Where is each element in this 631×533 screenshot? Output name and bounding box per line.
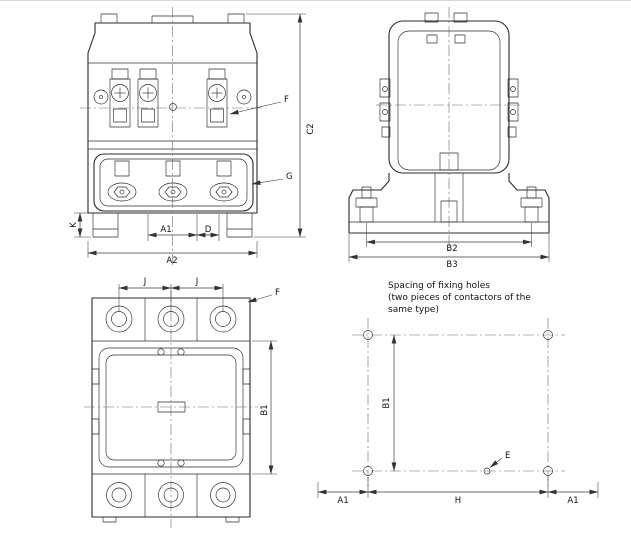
- fixing-holes-view: Spacing of fixing holes (two pieces of c…: [317, 281, 599, 506]
- dimension-a1-front: A1 D: [147, 214, 220, 241]
- mounting-foot: [226, 212, 253, 238]
- side-terminal-clamps-right: [507, 78, 519, 138]
- mounting-foot: [92, 212, 119, 238]
- screw-terminal: [109, 68, 131, 128]
- dimension-a1-h-a1: A1 H A1: [317, 477, 599, 506]
- dim-label-f-front: F: [284, 95, 289, 105]
- fixing-hole: [543, 330, 553, 340]
- dimension-k: K: [69, 212, 91, 238]
- dimension-b3: B3: [348, 234, 550, 270]
- lug-terminal: [158, 160, 188, 202]
- mounting-bolt: [520, 186, 543, 223]
- dim-label-b3: B3: [446, 260, 457, 270]
- note-line-2: (two pieces of contactors of the: [388, 293, 531, 303]
- dimension-b1-holes: B1: [382, 334, 397, 472]
- callout-e: E: [483, 451, 510, 475]
- mounting-bolt: [355, 186, 378, 223]
- side-mount-hole: [93, 89, 109, 105]
- lug-terminal: [209, 160, 239, 202]
- dim-label-f-top: F: [275, 288, 280, 298]
- dimension-b1-top: B1: [252, 340, 277, 475]
- screw-terminal: [206, 68, 228, 128]
- callout-f-front: F: [229, 95, 289, 115]
- lug-terminal: [107, 160, 137, 202]
- dim-label-g: G: [286, 172, 293, 182]
- front-view: C2 F G K A1 D A2: [69, 7, 316, 266]
- dim-label-a2: A2: [166, 256, 177, 266]
- dimension-b2: B2: [366, 223, 532, 254]
- dim-label-a1-left: A1: [337, 496, 348, 506]
- top-view: J J F B1: [84, 277, 280, 528]
- dimension-a2: A2: [87, 241, 258, 266]
- dim-label-h: H: [455, 496, 461, 506]
- screw-terminal: [137, 68, 159, 128]
- dim-label-b2: B2: [446, 244, 457, 254]
- fixing-hole: [363, 330, 373, 340]
- dimension-c2: C2: [246, 13, 316, 238]
- dim-label-b1-holes: B1: [382, 397, 392, 408]
- fixing-hole: [363, 466, 373, 476]
- dim-label-j-left: J: [143, 277, 147, 287]
- note-line-1: Spacing of fixing holes: [388, 281, 490, 291]
- dim-label-k: K: [69, 222, 79, 228]
- hole-diameter-reference: [483, 467, 491, 475]
- callout-g: G: [251, 172, 293, 185]
- dim-label-a1-right: A1: [567, 496, 578, 506]
- dim-label-e: E: [505, 451, 510, 461]
- side-terminal-clamps-left: [379, 78, 391, 138]
- side-mount-hole: [236, 89, 252, 105]
- side-view: B2 B3: [348, 7, 550, 270]
- dim-label-j-right: J: [195, 277, 199, 287]
- dim-label-c2: C2: [306, 123, 316, 134]
- dim-label-a1-front: A1: [160, 225, 171, 235]
- dimension-j: J J: [118, 277, 224, 311]
- note-line-3: same type): [388, 305, 439, 315]
- fixing-hole: [543, 466, 553, 476]
- dim-label-b1-top: B1: [260, 404, 270, 415]
- mounting-base: [348, 173, 550, 234]
- dim-label-d: D: [205, 225, 212, 235]
- lower-terminal-block: [93, 153, 254, 212]
- pilot-hole: [169, 103, 177, 111]
- callout-f-top: F: [247, 288, 280, 303]
